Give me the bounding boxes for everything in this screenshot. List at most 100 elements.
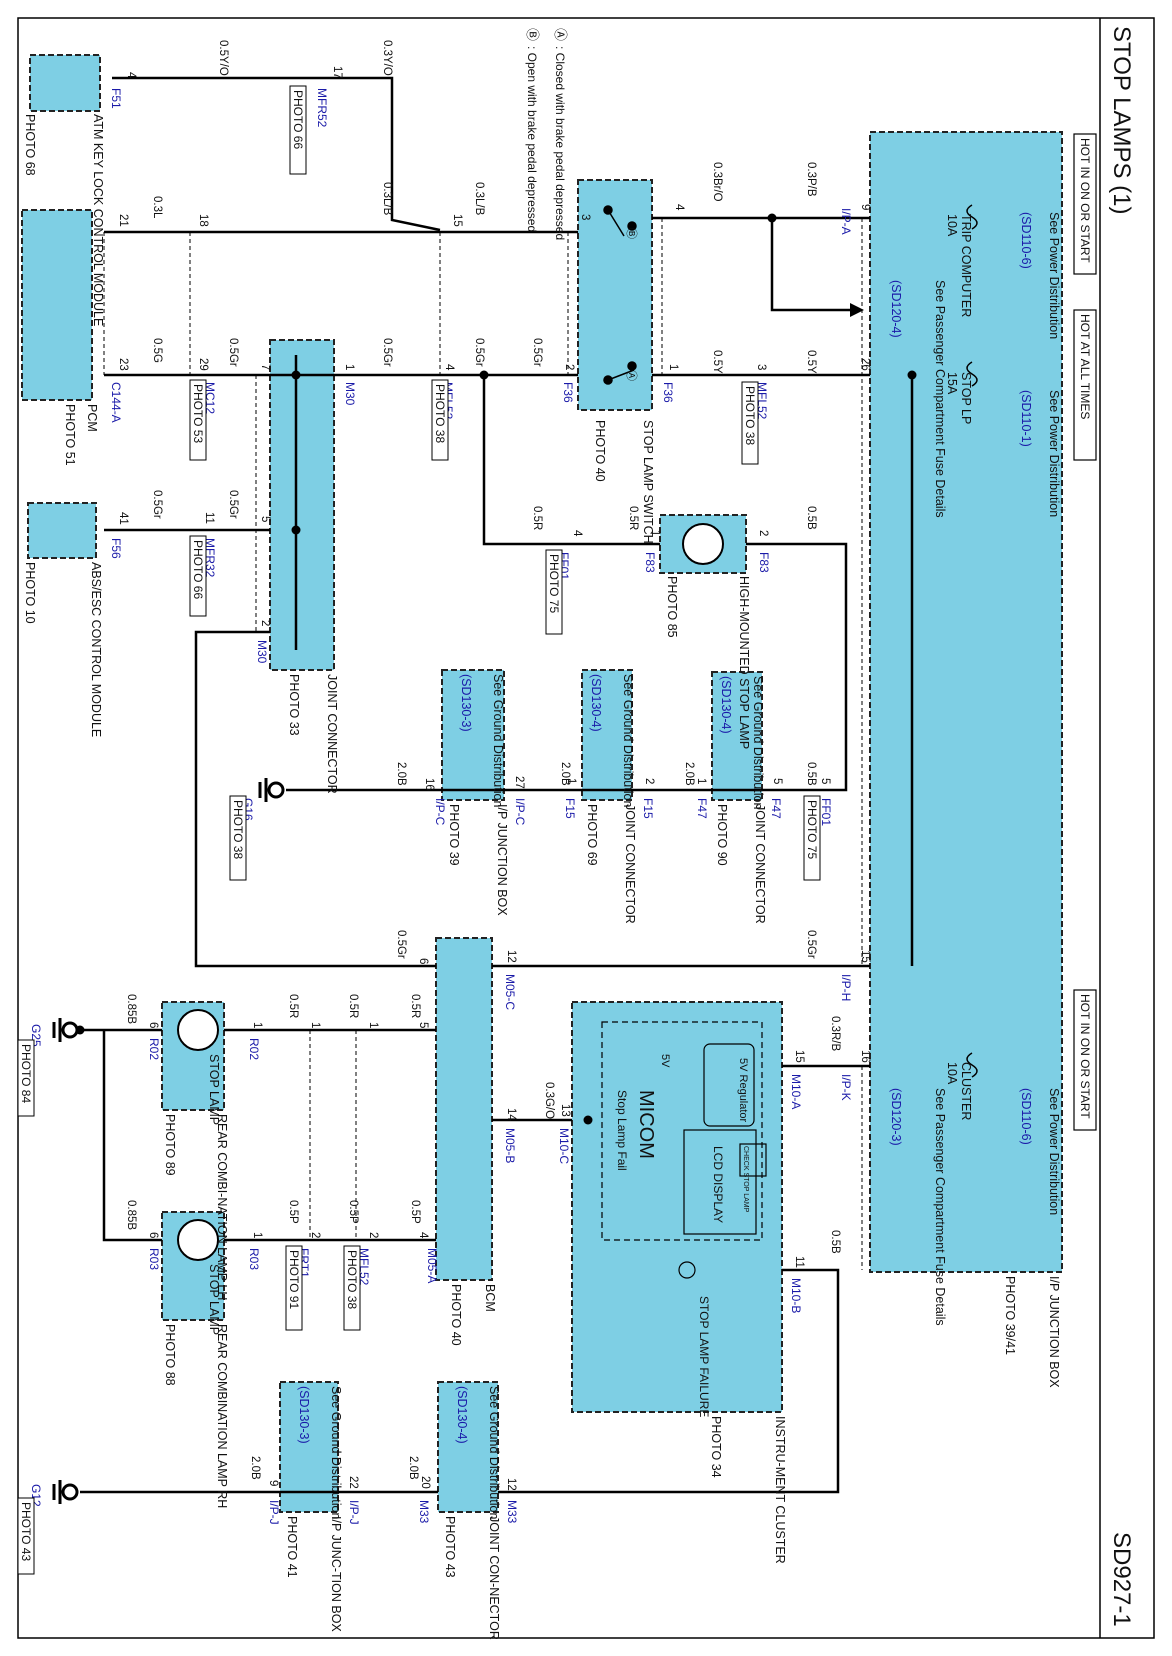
ip-junction-box-label: I/P JUNCTION BOX bbox=[1047, 1276, 1061, 1388]
ip-junction-box bbox=[869, 131, 1063, 1273]
joint-connector-m30-photo: PHOTO 33 bbox=[287, 674, 301, 736]
fuse-trip-computer-rating: 10A bbox=[945, 214, 959, 237]
conn-r03b: R03 bbox=[247, 1248, 261, 1270]
rear-rh-lamp-icon bbox=[177, 1219, 219, 1261]
pin-44: 1 bbox=[309, 1022, 321, 1028]
switch-contacts bbox=[603, 205, 637, 385]
photo-g25: PHOTO 84 bbox=[19, 1044, 33, 1103]
pin-52: 22 bbox=[347, 1476, 359, 1489]
conn-m05b: M05-B bbox=[503, 1128, 517, 1163]
stop-lamp-switch-photo: PHOTO 40 bbox=[593, 420, 607, 482]
pin-19: 11 bbox=[203, 512, 215, 524]
conn-c144a: C144-A bbox=[109, 382, 123, 423]
fuse-trip-computer-icon bbox=[966, 204, 978, 230]
rear-lh-label: REAR COMBI-NATION LAMP LH bbox=[215, 1114, 229, 1300]
wire-label-37: 2.0B bbox=[249, 1456, 261, 1480]
photo-frt1: PHOTO 91 bbox=[287, 1250, 301, 1309]
photo-mfl52b: PHOTO 38 bbox=[743, 386, 757, 445]
abs-esc-photo: PHOTO 10 bbox=[23, 562, 37, 624]
check-stop-lamp-icon bbox=[739, 1143, 767, 1177]
wire-label-31: 0.5R bbox=[287, 994, 299, 1018]
wire-label-25: 0.5Gr bbox=[805, 930, 817, 959]
ref-ground-m33: See Ground Distribution bbox=[487, 1386, 501, 1519]
wire-label-24: 0.5Gr bbox=[395, 930, 407, 959]
photo-ff01a: PHOTO 75 bbox=[547, 554, 561, 613]
ip-junc-j bbox=[279, 1381, 339, 1513]
wire-label-19: 0.5B bbox=[805, 506, 817, 530]
jc-m33-photo: PHOTO 43 bbox=[443, 1516, 457, 1578]
cluster-photo: PHOTO 34 bbox=[709, 1416, 723, 1478]
ref-pass-1: See Passenger Compartment Fuse Details bbox=[933, 280, 947, 518]
ip-jb-c-label: I/P JUNCTION BOX bbox=[495, 804, 509, 916]
wire-label-3: 0.3Br/O bbox=[711, 162, 723, 202]
wire-label-6: 0.3L/B bbox=[381, 182, 393, 216]
conn-ip-c2: I/P-C bbox=[513, 798, 527, 826]
ip-jb-c-photo: PHOTO 39 bbox=[447, 804, 461, 866]
regulator-label: 5V Regulator bbox=[737, 1058, 749, 1123]
stop-lamp-switch-label: STOP LAMP SWITCH bbox=[641, 420, 655, 544]
conn-r02b: R02 bbox=[247, 1038, 261, 1060]
pin-49: 2 bbox=[367, 1232, 379, 1238]
pin-11: 7 bbox=[259, 364, 271, 370]
wire-label-15: 0.5Gr bbox=[151, 490, 163, 519]
pin-40: 15 bbox=[793, 1050, 805, 1063]
conn-m10a: M10-A bbox=[789, 1074, 803, 1109]
wire-label-17: 0.5R bbox=[531, 506, 543, 530]
stop-lamp-failure-label: STOP LAMP FAILURE bbox=[697, 1296, 711, 1417]
conn-ff01b: FF01 bbox=[819, 798, 833, 826]
ref-sd130-3-a: (SD130-3) bbox=[459, 674, 473, 732]
atm-key-lock-module bbox=[29, 54, 101, 112]
ref-power-2: See Power Distribution bbox=[1047, 390, 1061, 517]
wire-label-9: 0.5Gr bbox=[227, 338, 239, 367]
pin-33: 15 bbox=[859, 950, 871, 963]
legend-a-marker: Ⓐ bbox=[625, 370, 638, 381]
ref-sd130-4-a: (SD130-4) bbox=[719, 676, 733, 734]
pin-17: 26 bbox=[859, 358, 871, 371]
wire-label-28: 0.3G/O bbox=[543, 1082, 555, 1119]
wire-label-26: 0.3R/B bbox=[829, 1016, 841, 1051]
pcm-box bbox=[21, 209, 93, 401]
conn-m33b: M33 bbox=[505, 1500, 519, 1524]
pin-15: 1 bbox=[667, 364, 679, 370]
conn-m05a: M05-A bbox=[425, 1248, 439, 1283]
rear-lh-lamp-icon bbox=[177, 1009, 219, 1051]
wire-label-23: 2.0B bbox=[683, 762, 695, 786]
wire-label-18: 0.5R bbox=[627, 506, 639, 530]
photo-mfr52: PHOTO 66 bbox=[291, 90, 305, 149]
photo-g16: PHOTO 38 bbox=[231, 800, 245, 859]
hmsl-lamp-icon bbox=[682, 523, 724, 565]
legend-a-symbol: Ⓐ bbox=[553, 28, 568, 41]
rear-rh-photo: PHOTO 88 bbox=[163, 1324, 177, 1386]
wire-label-27: 0.5B bbox=[829, 1230, 841, 1254]
bcm-photo: PHOTO 40 bbox=[449, 1284, 463, 1346]
wire-label-20: 0.5B bbox=[805, 762, 817, 786]
pin-50: 12 bbox=[505, 1478, 517, 1491]
rear-rh-label: REAR COMBINATION LAMP RH bbox=[215, 1324, 229, 1508]
fuse-stop-lp-rating: 15A bbox=[945, 372, 959, 395]
conn-f36a: F36 bbox=[561, 382, 575, 403]
pin-31: 5 bbox=[819, 778, 831, 784]
conn-m30a: M30 bbox=[343, 382, 357, 406]
power-header-2: HOT AT ALL TIMES bbox=[1078, 314, 1092, 419]
ground-g25-symbol bbox=[52, 1018, 79, 1042]
wire-label-38: 2.0B bbox=[407, 1456, 419, 1480]
pin-20: 5 bbox=[259, 516, 271, 522]
ref-ground-f47: See Ground Distribution bbox=[751, 676, 765, 809]
hmsl-label: HIGH-MOUNTED STOP LAMP bbox=[737, 576, 751, 749]
wire-label-34: 0.5P bbox=[287, 1200, 299, 1224]
conn-f15a: F15 bbox=[563, 798, 577, 819]
lcd-display-label: LCD DISPLAY bbox=[711, 1146, 725, 1223]
pin-28: 2 bbox=[643, 778, 655, 784]
fuse-stop-lp-name: STOP LP bbox=[959, 372, 973, 424]
instrument-cluster-box bbox=[571, 1001, 783, 1413]
pin-46: 6 bbox=[147, 1232, 159, 1238]
ref-ground-f15: See Ground Distribution bbox=[621, 674, 635, 807]
jc-f47 bbox=[711, 671, 763, 801]
pin-38: 4 bbox=[417, 1232, 429, 1239]
wire-label-4: 0.3P/B bbox=[805, 162, 817, 197]
arrow-sd120 bbox=[850, 303, 864, 317]
pcm-label: PCM bbox=[85, 404, 99, 432]
ref-sd110-6-b: (SD110-6) bbox=[1019, 1088, 1033, 1145]
pin-16: 3 bbox=[755, 364, 767, 370]
ground-g16-symbol bbox=[258, 778, 285, 802]
